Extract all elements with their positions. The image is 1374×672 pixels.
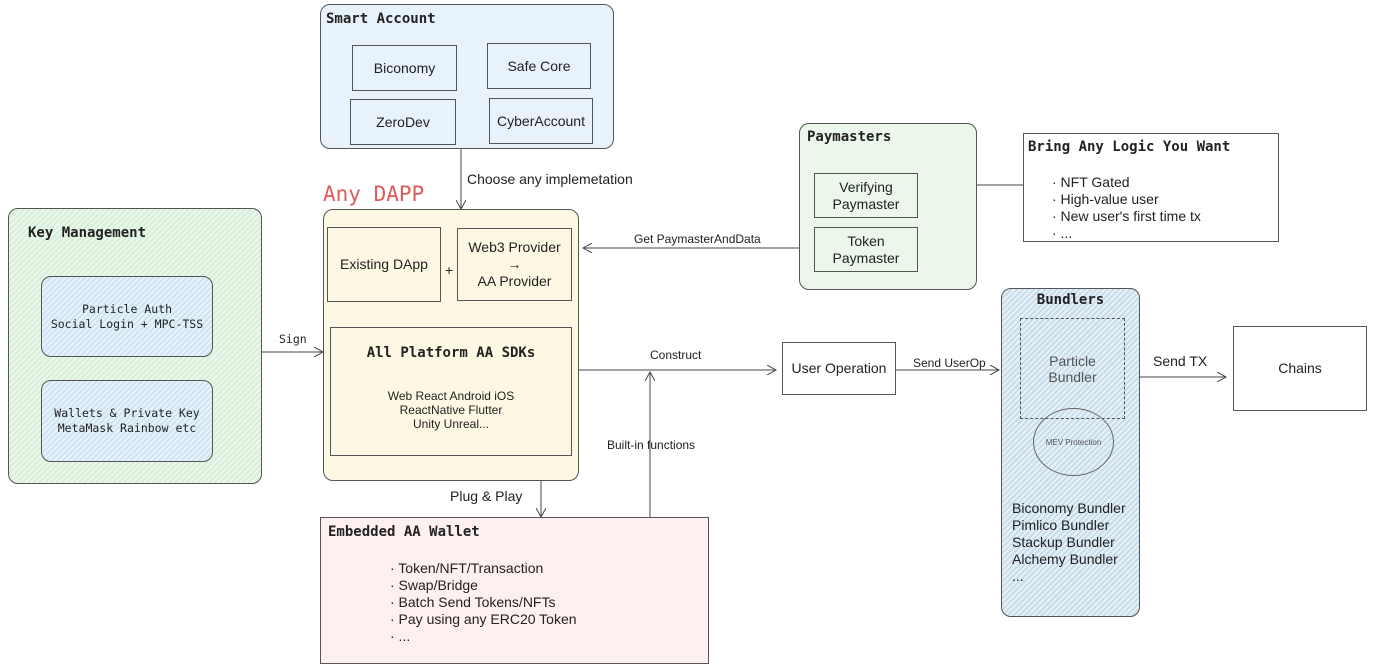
chains-box: Chains xyxy=(1233,326,1367,411)
sdks-title: All Platform AA SDKs xyxy=(366,345,536,361)
wallet-item: · Token/NFT/Transaction xyxy=(390,560,544,576)
edge-label-get-paymaster: Get PaymasterAndData xyxy=(634,232,761,246)
logic-item: · High-value user xyxy=(1052,191,1159,207)
logic-item: · NFT Gated xyxy=(1052,174,1130,190)
mev-protection-circle: MEV Protection xyxy=(1033,408,1114,476)
bundler-list: Biconomy Bundler Pimlico Bundler Stackup… xyxy=(1012,500,1126,585)
smart-account-panel xyxy=(320,4,614,149)
dapp-panel xyxy=(323,209,579,481)
particle-auth-box: Particle Auth Social Login + MPC-TSS xyxy=(41,276,213,357)
token-line: Paymaster xyxy=(832,249,900,266)
smart-account-title: Smart Account xyxy=(326,11,436,27)
key-management-title: Key Management xyxy=(28,225,147,241)
particle-bundler-line: Bundler xyxy=(1048,368,1097,385)
logic-title: Bring Any Logic You Want xyxy=(1028,139,1231,155)
wallets-box: Wallets & Private Key MetaMask Rainbow e… xyxy=(41,380,213,462)
particle-bundler-line: Particle xyxy=(1049,352,1096,369)
bundler-item: Alchemy Bundler xyxy=(1012,551,1118,567)
wallet-item: · ... xyxy=(390,628,411,644)
bundler-item: ... xyxy=(1012,568,1024,584)
existing-dapp-box: Existing DApp xyxy=(327,227,441,302)
sdks-line: Unity Unreal... xyxy=(412,417,490,431)
edge-label-choose: Choose any implemetation xyxy=(467,171,633,187)
sdks-line: Web React Android iOS xyxy=(387,389,515,403)
wallet-item: · Pay using any ERC20 Token xyxy=(390,611,577,627)
dapp-title: Any DAPP xyxy=(323,182,425,206)
smart-account-safe-core: Safe Core xyxy=(487,43,591,89)
sdks-line: ReactNative Flutter xyxy=(399,403,503,417)
bundlers-title: Bundlers xyxy=(1036,292,1105,308)
logic-list: · NFT Gated · High-value user · New user… xyxy=(1052,174,1201,242)
provider-line2: AA Provider xyxy=(477,273,552,289)
edge-label-send-tx: Send TX xyxy=(1153,353,1208,369)
logic-item: · New user's first time tx xyxy=(1052,208,1201,224)
smart-account-cyberaccount: CyberAccount xyxy=(489,98,593,144)
particle-auth-line: Particle Auth xyxy=(81,301,172,316)
edge-label-send-userop: Send UserOp xyxy=(913,356,986,370)
sdks-lines: Web React Android iOS ReactNative Flutte… xyxy=(330,389,572,431)
particle-bundler-box: Particle Bundler xyxy=(1020,318,1125,419)
mev-protection-label: MEV Protection xyxy=(1045,437,1102,447)
verifying-paymaster-box: Verifying Paymaster xyxy=(814,173,918,218)
provider-arrow: → xyxy=(507,256,522,272)
bundler-item: Pimlico Bundler xyxy=(1012,517,1110,533)
edge-label-plug-play: Plug & Play xyxy=(450,488,523,504)
sdks-box xyxy=(330,327,572,456)
smart-account-zerodev: ZeroDev xyxy=(350,99,456,145)
provider-line1: Web3 Provider xyxy=(468,239,561,255)
verifying-line: Verifying xyxy=(839,178,893,195)
smart-account-biconomy: Biconomy xyxy=(352,45,457,91)
token-line: Token xyxy=(847,232,885,249)
verifying-line: Paymaster xyxy=(832,195,900,212)
embedded-wallet-panel xyxy=(320,517,709,664)
wallet-item: · Swap/Bridge xyxy=(390,577,478,593)
paymasters-panel xyxy=(799,123,977,290)
logic-item: · ... xyxy=(1052,225,1073,241)
embedded-wallet-title: Embedded AA Wallet xyxy=(328,524,480,540)
provider-box: Web3 Provider → AA Provider xyxy=(457,228,572,301)
user-operation-box: User Operation xyxy=(782,342,896,395)
wallets-line: MetaMask Rainbow etc xyxy=(57,421,197,435)
wallet-item: · Batch Send Tokens/NFTs xyxy=(390,594,556,610)
bundler-item: Biconomy Bundler xyxy=(1012,500,1126,516)
token-paymaster-box: Token Paymaster xyxy=(814,227,918,272)
embedded-wallet-list: · Token/NFT/Transaction · Swap/Bridge · … xyxy=(390,560,577,645)
bundler-item: Stackup Bundler xyxy=(1012,534,1115,550)
particle-auth-line: Social Login + MPC-TSS xyxy=(50,316,204,331)
logic-box xyxy=(1023,133,1279,242)
wallets-line: Wallets & Private Key xyxy=(54,406,200,420)
edge-label-construct: Construct xyxy=(650,348,702,362)
edge-label-built-in: Built-in functions xyxy=(607,438,696,452)
dapp-plus: + xyxy=(445,262,454,278)
edge-label-sign: Sign xyxy=(279,332,307,346)
paymasters-title: Paymasters xyxy=(807,129,892,145)
